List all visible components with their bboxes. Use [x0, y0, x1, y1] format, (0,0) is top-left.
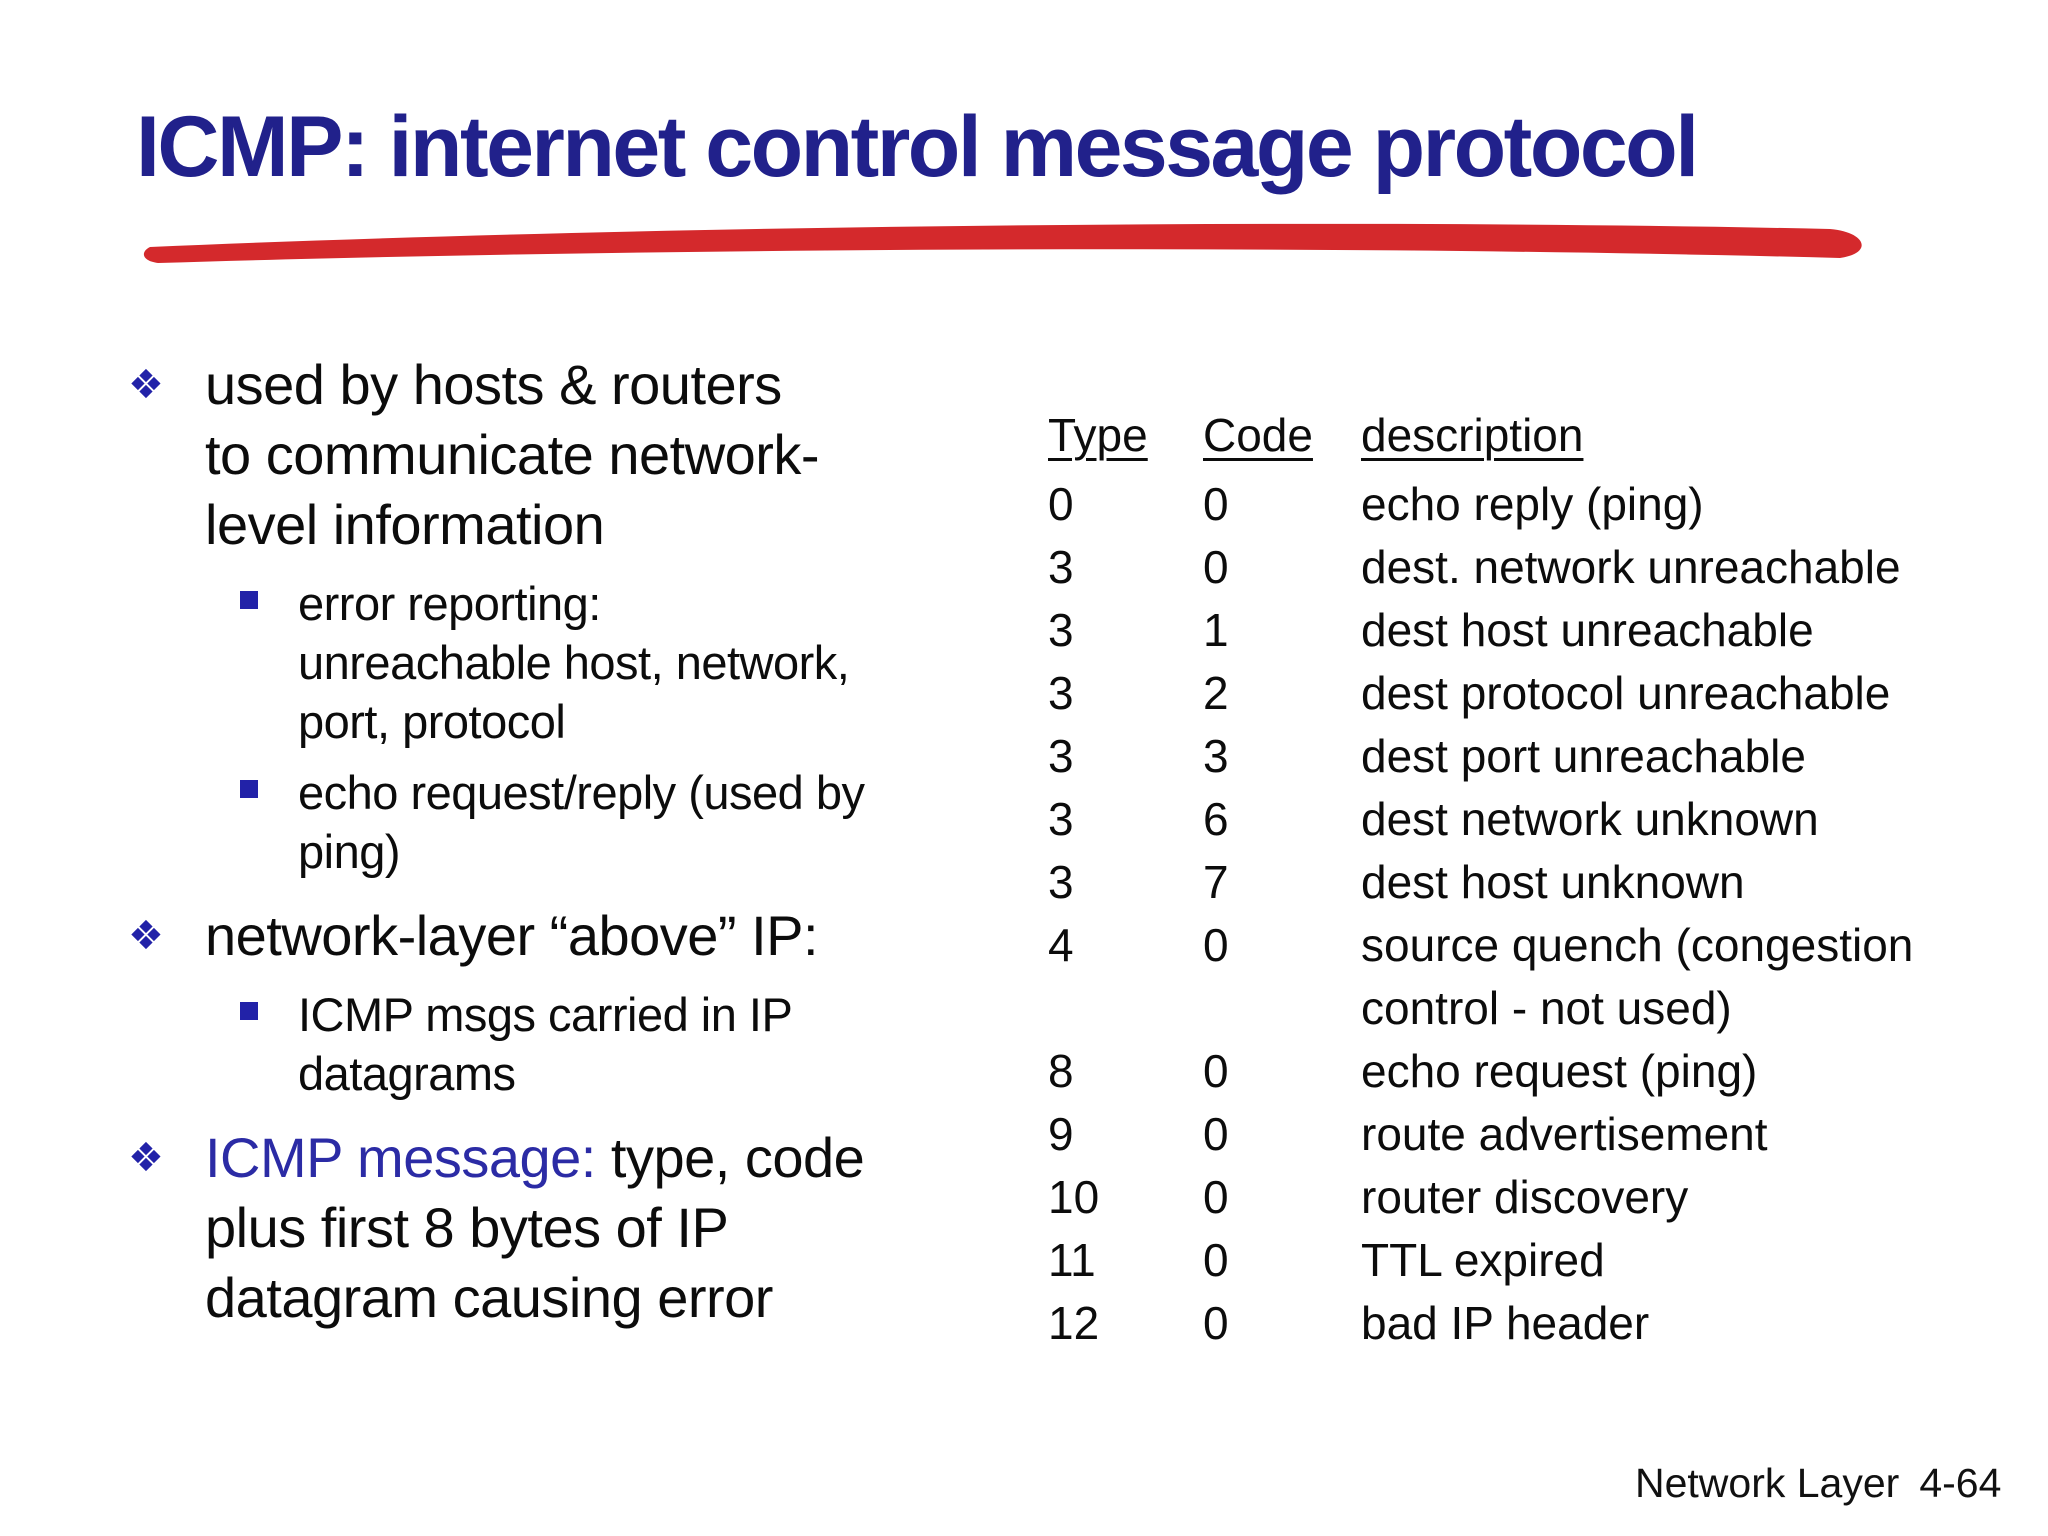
bullet-text: ICMP message: type, code plus first 8 by… [205, 1126, 865, 1329]
description-cell: dest host unknown [1361, 856, 1745, 908]
description-cell: TTL expired [1361, 1234, 1605, 1286]
sub-bullet-item: echo request/reply (used by ping) [240, 763, 958, 881]
description-cell: dest network unknown [1361, 793, 1819, 845]
diamond-cluster-bullet-icon: ❖ [128, 1135, 164, 1181]
bullet-text: error reporting: unreachable host, netwo… [298, 577, 850, 748]
type-cell: 3 [1048, 730, 1074, 782]
accent-text: ICMP message: [205, 1126, 611, 1189]
bullet-item: ❖ network-layer “above” IP: [128, 901, 958, 971]
bullet-list: ❖ used by hosts & routers to communicate … [128, 350, 958, 1333]
description-cell: bad IP header [1361, 1297, 1650, 1349]
type-cell: 3 [1048, 856, 1074, 908]
square-bullet-glyph [240, 780, 258, 798]
type-cell: 8 [1048, 1045, 1074, 1097]
icmp-type-code-table: Type Code description 0 0 echo reply (ping) 3 0… [1048, 404, 2048, 1355]
description-cell: route advertisement [1361, 1108, 1768, 1160]
type-cell: 3 [1048, 667, 1074, 719]
code-cell: 6 [1203, 793, 1229, 845]
type-cell: 0 [1048, 478, 1074, 530]
description-cell: source quench (congestion control - not … [1361, 919, 1914, 1034]
description-cell: dest protocol unreachable [1361, 667, 1891, 719]
bullet-item: ❖ used by hosts & routers to communicate … [128, 350, 958, 560]
square-bullet-glyph [240, 1002, 258, 1020]
footer-section-label: Network Layer [1635, 1460, 1900, 1506]
code-cell: 3 [1203, 730, 1229, 782]
bullet-text: network-layer “above” IP: [205, 904, 819, 967]
table-header-code: Code [1203, 409, 1313, 461]
type-cell: 12 [1048, 1297, 1100, 1349]
bullet-text: ICMP msgs carried in IP datagrams [298, 988, 793, 1100]
description-cell: echo reply (ping) [1361, 478, 1704, 530]
description-cell: router discovery [1361, 1171, 1689, 1223]
code-cell: 0 [1203, 1234, 1229, 1286]
table-header-description: description [1361, 409, 1584, 461]
code-cell: 1 [1203, 604, 1229, 656]
code-cell: 0 [1203, 541, 1229, 593]
square-bullet-glyph [240, 591, 258, 609]
code-cell: 7 [1203, 856, 1229, 908]
type-cell: 10 [1048, 1171, 1100, 1223]
sub-bullet-item: error reporting: unreachable host, netwo… [240, 574, 958, 751]
description-cell: dest. network unreachable [1361, 541, 1901, 593]
diamond-cluster-bullet-icon: ❖ [128, 913, 164, 959]
page-title: ICMP: internet control message protocol [136, 99, 1699, 195]
code-cell: 0 [1203, 919, 1229, 971]
description-cell: echo request (ping) [1361, 1045, 1758, 1097]
type-cell: 11 [1048, 1234, 1096, 1286]
type-cell: 3 [1048, 604, 1074, 656]
code-cell: 0 [1203, 1171, 1229, 1223]
diamond-cluster-bullet-icon: ❖ [128, 362, 164, 408]
description-cell: dest port unreachable [1361, 730, 1806, 782]
code-cell: 0 [1203, 1108, 1229, 1160]
square-bullet-icon [240, 574, 298, 609]
type-cell: 9 [1048, 1108, 1074, 1160]
sub-bullet-item: ICMP msgs carried in IP datagrams [240, 985, 958, 1103]
code-cell: 0 [1203, 1297, 1229, 1349]
description-cell: dest host unreachable [1361, 604, 1814, 656]
type-cell: 4 [1048, 919, 1074, 971]
red-underline-stroke [143, 223, 1862, 263]
footer-page-number: 4-64 [1919, 1460, 2002, 1506]
type-cell: 3 [1048, 541, 1074, 593]
bullet-item: ❖ ICMP message: type, code plus first 8 b… [128, 1123, 958, 1333]
square-bullet-icon [240, 763, 298, 798]
bullet-text: used by hosts & routers to communicate n… [205, 353, 820, 556]
type-cell: 3 [1048, 793, 1074, 845]
slide-footer: Network Layer 4-64 [1635, 1460, 2001, 1507]
square-bullet-icon [240, 985, 298, 1020]
code-cell: 2 [1203, 667, 1229, 719]
bullet-text: echo request/reply (used by ping) [298, 766, 865, 878]
table-header-type: Type [1048, 409, 1148, 461]
code-cell: 0 [1203, 1045, 1229, 1097]
code-cell: 0 [1203, 478, 1229, 530]
